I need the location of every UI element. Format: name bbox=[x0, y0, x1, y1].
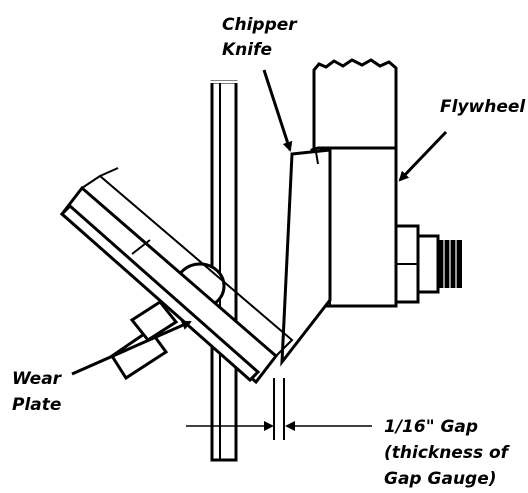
wear-plate-assembly bbox=[59, 167, 294, 385]
chipper-knife bbox=[280, 148, 332, 367]
leader-arrows bbox=[71, 69, 448, 376]
gap-indicator bbox=[186, 378, 372, 440]
chipper-knife-label-line2: Knife bbox=[222, 40, 272, 60]
flywheel-label: Flywheel bbox=[440, 97, 526, 117]
wear-plate-label-line2: Plate bbox=[12, 395, 61, 415]
flywheel-bolt-nut bbox=[394, 224, 462, 304]
wear-plate-label-line1: Wear bbox=[12, 369, 63, 389]
chipper-knife-label-line1: Chipper bbox=[222, 15, 298, 35]
flywheel-leader bbox=[398, 130, 448, 182]
gap-label-line2: (thickness of bbox=[384, 443, 511, 463]
gap-label-line3: Gap Gauge) bbox=[384, 469, 497, 489]
chipper-knife-leader bbox=[262, 69, 293, 152]
flywheel bbox=[310, 58, 398, 308]
wear-plate-leader bbox=[71, 320, 192, 376]
gap-label-line1: 1/16" Gap bbox=[384, 417, 478, 437]
